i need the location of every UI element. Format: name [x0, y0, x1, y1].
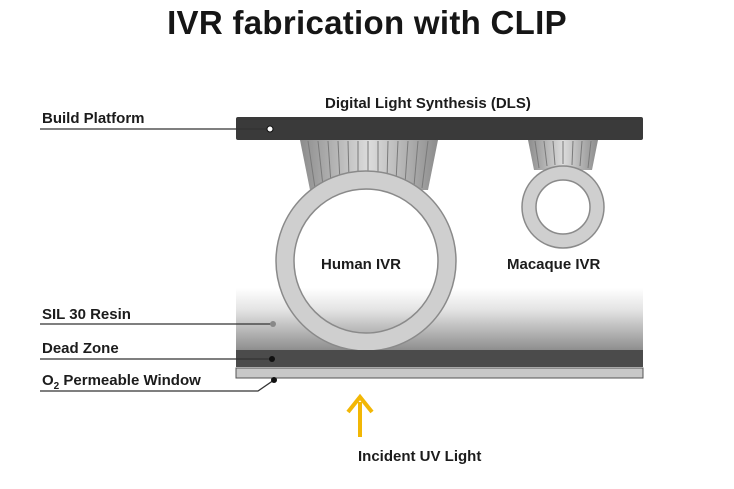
macaque-ivr-supports — [528, 140, 598, 170]
window-label-subscript: 2 — [53, 381, 60, 392]
sil-resin-label: SIL 30 Resin — [42, 306, 131, 323]
build-platform-label: Build Platform — [42, 110, 145, 127]
window-label-prefix: O — [42, 372, 54, 389]
dead-zone-label: Dead Zone — [42, 340, 119, 357]
macaque-ivr-label: Macaque IVR — [507, 256, 601, 273]
window-label: O2 Permeable Window — [42, 372, 201, 392]
uv-arrow-icon — [346, 393, 374, 437]
human-ivr-label: Human IVR — [321, 256, 402, 273]
window-label-suffix: Permeable Window — [59, 372, 201, 389]
human-ivr-ring — [276, 171, 456, 351]
dead-zone — [236, 350, 643, 367]
page-title: IVR fabrication with CLIP — [167, 4, 567, 41]
oxygen-window — [235, 367, 644, 379]
uv-light-label: Incident UV Light — [358, 448, 482, 465]
macaque-ivr-ring — [522, 166, 604, 248]
build-platform — [236, 117, 643, 140]
window-leader — [40, 379, 275, 392]
dls-label: Digital Light Synthesis (DLS) — [325, 95, 531, 112]
